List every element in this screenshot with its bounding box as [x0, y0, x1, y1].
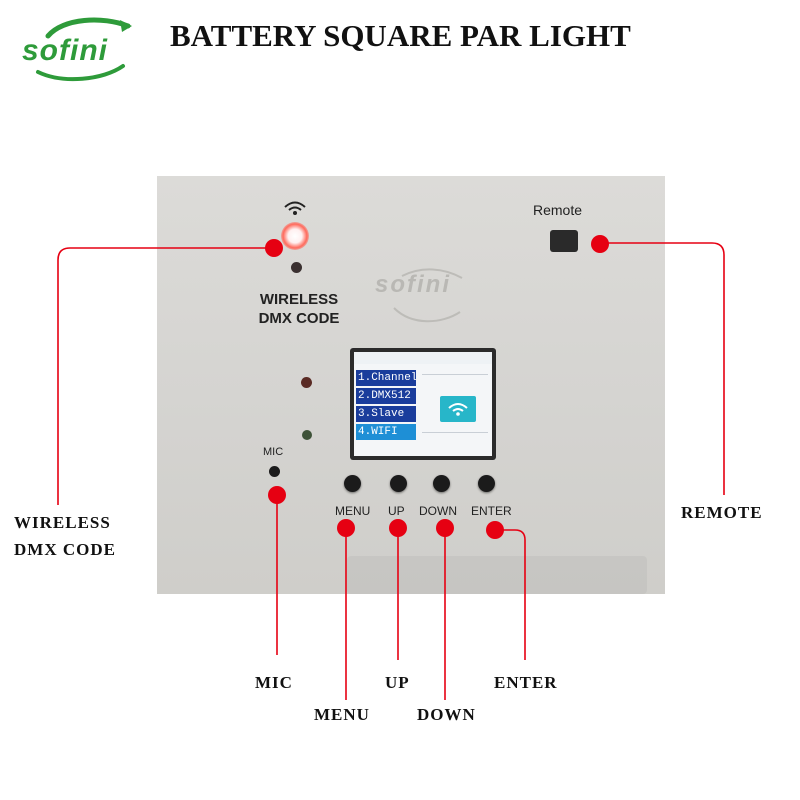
- down-callout-dot: [436, 519, 454, 537]
- panel-lower-recess: [347, 556, 647, 594]
- wireless-callout-dot: [265, 239, 283, 257]
- device-panel: WIRELESS DMX CODE Remote sofini MIC 1.Ch…: [157, 176, 665, 594]
- enter-callout-label: ENTER: [494, 673, 558, 692]
- page-title: BATTERY SQUARE PAR LIGHT: [170, 18, 631, 53]
- wifi-icon: [284, 201, 306, 215]
- mic-label: MIC: [263, 446, 284, 458]
- wireless-indicator-led: [281, 222, 309, 250]
- lcd-screen: 1.Channel 2.DMX512 3.Slave 4.WIFI: [354, 352, 492, 456]
- up-button-label: UP: [388, 504, 405, 518]
- remote-label: Remote: [533, 202, 583, 218]
- screen-menu-item: 2.DMX512: [356, 388, 416, 404]
- mic-callout-dot: [268, 486, 286, 504]
- mic-callout-label: MIC: [255, 673, 293, 692]
- brand-logo-text: sofini: [22, 34, 108, 67]
- panel-logo: sofini: [375, 271, 451, 298]
- wifi-icon: [448, 403, 468, 416]
- enter-button[interactable]: [478, 475, 495, 492]
- up-callout-dot: [389, 519, 407, 537]
- down-callout-label: DOWN: [417, 705, 476, 724]
- menu-button[interactable]: [344, 475, 361, 492]
- mic-hole: [269, 466, 280, 477]
- status-led-dark: [291, 262, 302, 273]
- red-status-led: [301, 377, 312, 388]
- up-button[interactable]: [390, 475, 407, 492]
- menu-callout-label: MENU: [314, 705, 370, 724]
- panel-logo-swoosh-icon: [393, 268, 463, 323]
- wifi-tile: [440, 396, 476, 422]
- down-button-label: DOWN: [419, 504, 457, 518]
- wireless-dmx-label: WIRELESS DMX CODE: [258, 291, 340, 327]
- remote-sensor: [550, 230, 578, 252]
- green-status-led: [302, 430, 312, 440]
- menu-callout-dot: [337, 519, 355, 537]
- brand-logo: sofini: [18, 14, 148, 84]
- screen-menu-item: 3.Slave: [356, 406, 416, 422]
- enter-button-label: ENTER: [471, 504, 512, 518]
- wireless-callout-label-2: DMX CODE: [14, 540, 116, 559]
- menu-button-label: MENU: [335, 504, 371, 518]
- remote-callout-label: REMOTE: [681, 503, 763, 522]
- down-button[interactable]: [433, 475, 450, 492]
- screen-menu-item: 1.Channel: [356, 370, 416, 386]
- screen-menu-item-selected: 4.WIFI: [356, 424, 416, 440]
- up-callout-label: UP: [385, 673, 410, 692]
- leaf-swoosh-icon: [36, 17, 132, 82]
- enter-callout-dot: [486, 521, 504, 539]
- lcd-screen-frame: 1.Channel 2.DMX512 3.Slave 4.WIFI: [350, 348, 496, 460]
- remote-callout-dot: [591, 235, 609, 253]
- wireless-callout-label-1: WIRELESS: [14, 513, 111, 532]
